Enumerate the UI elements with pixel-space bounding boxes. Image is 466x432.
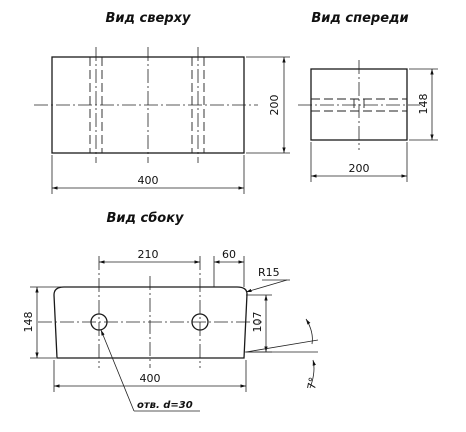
top-view-length-label: 400 [138,174,159,187]
side-view: Вид сбоку 210 60 R15 148 107 [22,211,320,412]
side-view-length-label: 400 [140,372,161,385]
side-view-outline [53,286,248,359]
side-view-radius-label: R15 [258,266,280,279]
front-view-height-label: 148 [417,94,430,115]
side-view-height-label: 148 [22,312,35,333]
side-view-hole-leader [100,329,135,412]
side-view-angle-line [245,339,319,353]
side-view-radius-leader [245,279,288,293]
side-view-angle-label: 7° [305,376,320,391]
front-view-width-label: 200 [349,162,370,175]
side-view-angle-arc [305,318,313,345]
side-view-title: Вид сбоку [106,211,184,226]
front-view: Вид спереди 148 200 [298,11,438,182]
side-view-angle-arc [309,359,316,389]
top-view: Вид сверху 400 200 [34,11,290,194]
top-view-title: Вид сверху [106,11,191,26]
side-view-offset-label: 60 [222,248,236,261]
side-view-hole-spacing-label: 210 [138,248,159,261]
front-view-title: Вид спереди [311,11,408,26]
top-view-width-label: 200 [268,95,281,116]
side-view-inner-height-label: 107 [251,312,264,333]
side-view-hole-note: отв. d=30 [137,400,193,411]
